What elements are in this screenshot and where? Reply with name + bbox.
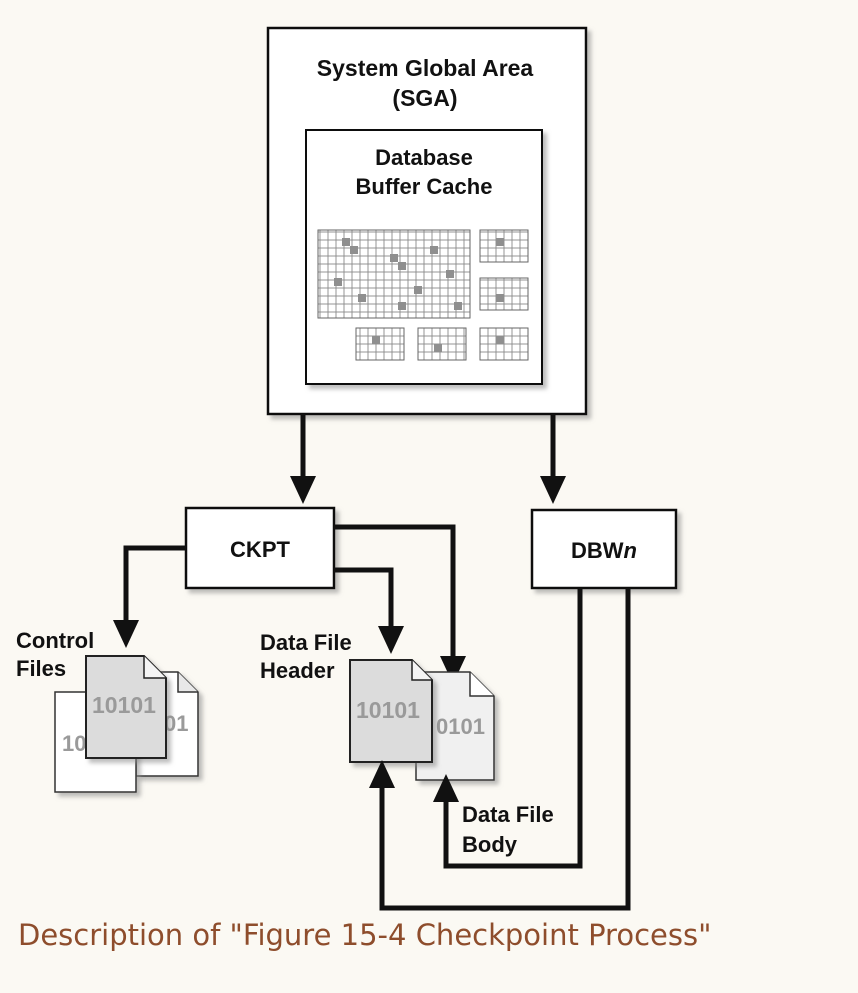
dbwn-label: DBWn (571, 538, 637, 563)
dbwn-box: DBWn (530, 508, 678, 590)
data-file-header-icon: 10101 (349, 659, 433, 763)
dbwn-to-body-arrow (433, 588, 583, 869)
data-file-body-label-line1: Data File (462, 802, 554, 827)
buffer-grid-small-1 (479, 229, 529, 263)
buffer-grid-small-3 (355, 327, 405, 361)
svg-text:10101: 10101 (92, 692, 156, 718)
ckpt-label: CKPT (230, 537, 290, 562)
buffer-grid-small-4 (417, 327, 467, 361)
buffer-grid-large (317, 229, 471, 319)
buffer-cache-title-line2: Buffer Cache (356, 174, 493, 199)
buffer-grid-small-5 (479, 327, 529, 361)
svg-text:0101: 0101 (436, 714, 485, 739)
figure-description-link[interactable]: Description of "Figure 15-4 Checkpoint P… (18, 918, 712, 952)
buffer-cache-box: Database Buffer Cache (305, 129, 543, 385)
sga-to-dbwn-arrow (540, 414, 566, 504)
sga-title-line1: System Global Area (317, 55, 534, 81)
control-files-label-line1: Control (16, 628, 94, 653)
data-file-body-label-line2: Body (462, 832, 518, 857)
data-file-header-label-line2: Header (260, 658, 335, 683)
dbwn-to-header-arrow (369, 588, 631, 911)
buffer-grid-small-2 (479, 277, 529, 311)
ckpt-to-body-arrow (334, 524, 466, 684)
buffer-cache-title-line1: Database (375, 145, 473, 170)
svg-text:10101: 10101 (356, 697, 420, 723)
svg-text:10: 10 (62, 731, 86, 756)
data-file-body-icon: 0101 (415, 671, 495, 781)
control-file-front-icon: 10101 (85, 655, 167, 759)
ckpt-box: CKPT (184, 506, 336, 590)
control-files-label-line2: Files (16, 656, 66, 681)
sga-to-ckpt-arrow (290, 414, 316, 504)
control-files-icon: 01 10 10101 Control Files (16, 628, 199, 793)
ckpt-to-control-files-arrow (113, 545, 186, 648)
sga-title-line2: (SGA) (392, 85, 457, 111)
ckpt-to-header-arrow (334, 567, 404, 654)
svg-text:01: 01 (164, 711, 188, 736)
data-file-header-label-line1: Data File (260, 630, 352, 655)
